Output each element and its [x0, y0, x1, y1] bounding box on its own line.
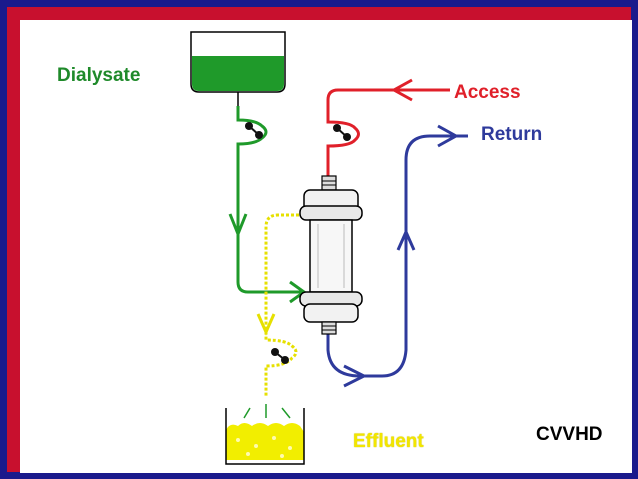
return-line [326, 124, 468, 388]
dialysate-bag [190, 31, 286, 106]
effluent-arrow [256, 313, 276, 336]
effluent-clamp [271, 348, 289, 364]
diagram-panel: Dialysate Access Return Effluent CVVHD [20, 20, 632, 473]
effluent-label: Effluent [353, 431, 424, 452]
effluent-line [264, 213, 304, 396]
dialysate-label: Dialysate [57, 65, 141, 86]
diagram-title: CVVHD [536, 424, 603, 445]
cvvhd-circuit-diagram [190, 31, 468, 465]
access-line [326, 78, 450, 176]
access-label: Access [454, 82, 521, 103]
effluent-container [225, 404, 305, 465]
dialysate-clamp [245, 122, 263, 139]
hemofilter [299, 175, 363, 335]
access-clamp [333, 124, 351, 141]
inner-border: Dialysate Access Return Effluent CVVHD [7, 7, 632, 473]
return-label: Return [481, 124, 543, 145]
